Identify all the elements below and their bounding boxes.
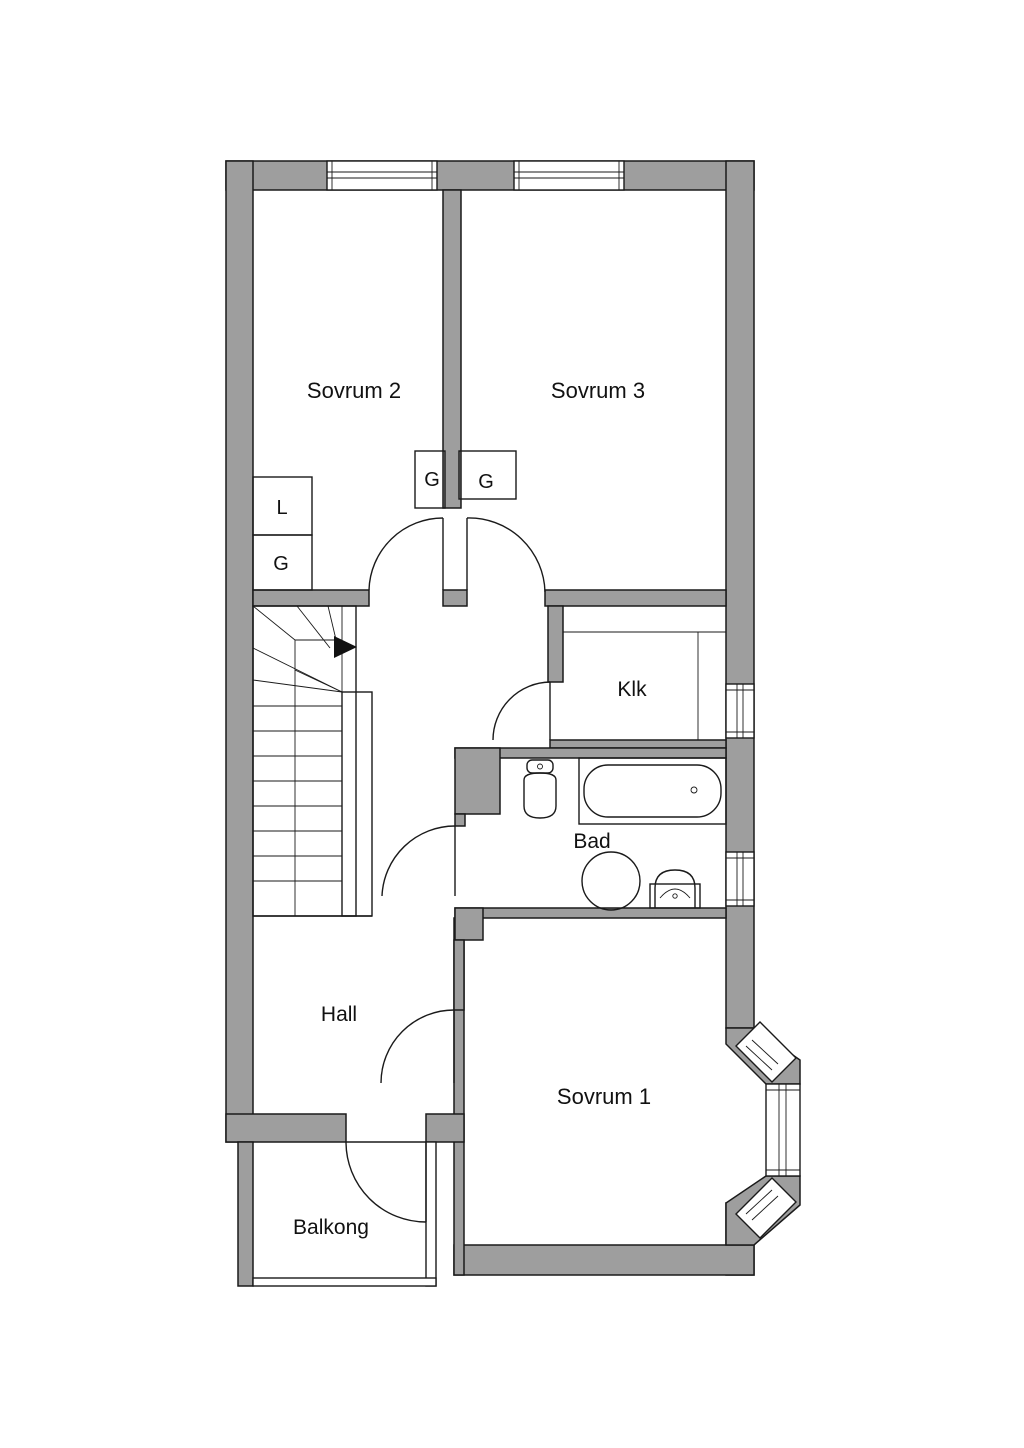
wardrobe-sovrum2-left-label: G xyxy=(273,553,289,575)
room-labels: Sovrum 2 Sovrum 3 Klk Bad Hall Sovrum 1 … xyxy=(293,378,651,1239)
staircase xyxy=(252,605,373,917)
door-bad xyxy=(381,825,456,897)
wall-klk-bottom xyxy=(549,739,727,749)
wall-left xyxy=(225,160,254,1143)
window-bay-upper xyxy=(735,1021,797,1083)
doors xyxy=(345,517,551,1223)
room-label-balkong: Balkong xyxy=(293,1216,369,1239)
window-bad xyxy=(725,851,755,907)
linen-cabinet-label: L xyxy=(276,497,287,519)
wall-sovrum2-bottom xyxy=(252,589,370,607)
window-bay-lower xyxy=(735,1177,797,1239)
window-sovrum2 xyxy=(326,160,438,191)
room-label-klk: Klk xyxy=(617,678,647,701)
wardrobe-sovrum2-right xyxy=(414,450,446,509)
wall-hall-sovrum1 xyxy=(453,939,465,1011)
bathroom-fixtures xyxy=(523,757,727,911)
bathtub-icon xyxy=(578,757,727,825)
wall-bath-left xyxy=(454,747,501,815)
wall-hall-bottom xyxy=(225,1113,347,1143)
door-sovrum3 xyxy=(466,517,546,593)
wall-bath-bottom xyxy=(454,907,727,919)
window-bay-middle xyxy=(765,1083,801,1177)
wardrobe-sovrum2-left xyxy=(252,534,313,591)
wall-hall-bottom-right xyxy=(425,1113,465,1143)
door-sovrum1 xyxy=(380,1009,455,1084)
wall-klk-left xyxy=(547,605,564,683)
room-label-sovrum1: Sovrum 1 xyxy=(557,1084,651,1109)
wardrobe-sovrum3-label: G xyxy=(478,471,494,493)
wall-door-stub xyxy=(442,589,468,607)
room-label-bad: Bad xyxy=(573,830,610,853)
room-label-sovrum3: Sovrum 3 xyxy=(551,378,645,403)
door-balkong xyxy=(345,1141,427,1223)
door-sovrum2 xyxy=(368,517,444,591)
toilet-icon xyxy=(523,759,557,819)
walls xyxy=(225,160,801,1287)
shower-icon xyxy=(581,851,641,911)
balcony xyxy=(252,1141,437,1287)
balcony-railing-right xyxy=(425,1141,437,1287)
window-sovrum3 xyxy=(513,160,625,191)
wall-sovrum3-bottom xyxy=(544,589,727,607)
wall-sovrum1-jog xyxy=(454,907,484,941)
window-klk xyxy=(725,683,755,739)
wall-bedrooms-divider xyxy=(442,189,462,509)
wall-bottom xyxy=(453,1244,755,1276)
room-label-hall: Hall xyxy=(321,1003,357,1026)
door-klk xyxy=(492,681,551,741)
wall-top xyxy=(225,160,755,191)
windows xyxy=(326,160,801,1239)
wall-bath-left-2 xyxy=(454,813,466,827)
room-label-sovrum2: Sovrum 2 xyxy=(307,378,401,403)
stair-direction-arrow-icon xyxy=(334,636,357,658)
klk-closet-fittings xyxy=(563,631,726,740)
wardrobe-sovrum3 xyxy=(458,450,517,500)
wall-balcony-left xyxy=(237,1141,254,1287)
staircase-handrail xyxy=(341,691,373,917)
sink-icon xyxy=(649,869,701,909)
balcony-railing-bottom xyxy=(252,1277,437,1287)
wardrobe-sovrum2-right-label: G xyxy=(424,469,440,491)
storage-units: L G G G xyxy=(252,450,517,591)
